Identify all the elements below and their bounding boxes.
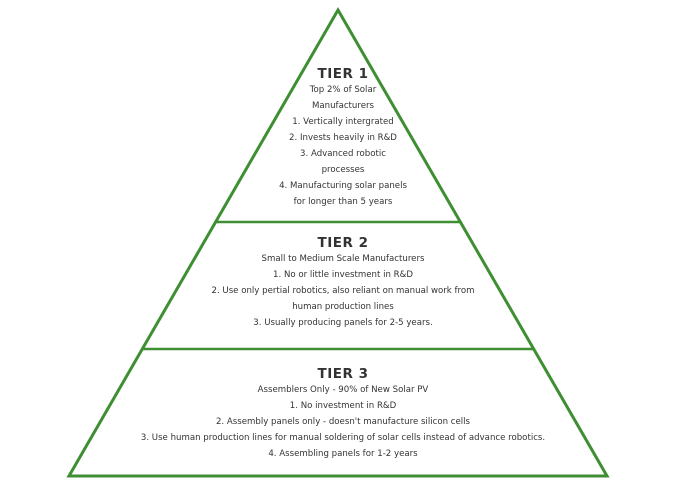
tier-1-line: 1. Vertically intergrated <box>292 117 394 127</box>
tier-1-line: 3. Advanced robotic <box>300 149 386 159</box>
tier-1-line: 4. Manufacturing solar panels <box>279 181 407 191</box>
tier-2-line: Small to Medium Scale Manufacturers <box>261 254 425 264</box>
tier-3-line: 1. No investment in R&D <box>289 401 397 411</box>
tier-2: TIER 2 Small to Medium Scale Manufacture… <box>0 235 686 331</box>
tier-2-line: 2. Use only pertial robotics, also relia… <box>211 286 475 296</box>
tier-1-line: Top 2% of Solar <box>309 85 377 95</box>
tier-3-line: 3. Use human production lines for manual… <box>140 433 546 443</box>
pyramid-outline <box>66 6 610 478</box>
tier-1-line: processes <box>321 165 365 175</box>
tier-1-title: TIER 1 <box>317 66 369 82</box>
tier-2-title: TIER 2 <box>317 235 369 251</box>
tier-1-line: Manufacturers <box>311 101 375 111</box>
tier-3-line: Assemblers Only - 90% of New Solar PV <box>257 385 429 395</box>
tier-3: TIER 3 Assemblers Only - 90% of New Sola… <box>0 366 686 462</box>
tier-1-line: 2. Invests heavily in R&D <box>289 133 397 143</box>
tier-3-line: 4. Assembling panels for 1-2 years <box>268 449 418 459</box>
tier-1-line: for longer than 5 years <box>293 197 393 207</box>
tier-3-title: TIER 3 <box>317 366 369 382</box>
tier-2-line: 1. No or little investment in R&D <box>273 270 413 280</box>
tier-2-line: 3. Usually producing panels for 2-5 year… <box>253 318 433 328</box>
tier-3-line: 2. Assembly panels only - doesn't manufa… <box>215 417 471 427</box>
tier-2-line: human production lines <box>292 302 394 312</box>
tier-1: TIER 1 Top 2% of Solar Manufacturers 1. … <box>0 66 686 210</box>
